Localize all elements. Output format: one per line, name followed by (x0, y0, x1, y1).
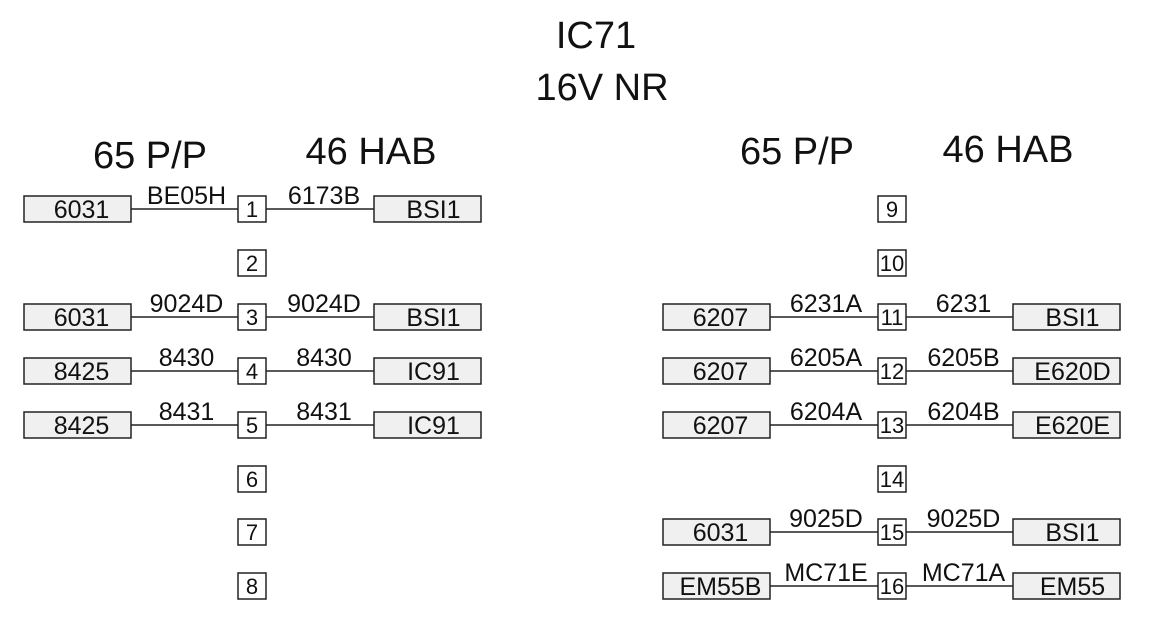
source-component-label: 8425 (54, 412, 110, 440)
pin-number: 15 (880, 520, 904, 545)
source-component-label: 6031 (693, 519, 749, 547)
wire-right-label: 9025D (927, 505, 1001, 533)
right-header-to: 46 HAB (943, 129, 1074, 171)
connector-subtitle: 16V NR (535, 67, 668, 109)
wire-left-label: 8431 (159, 398, 215, 426)
wire-left-label: 6205A (790, 344, 863, 372)
dest-component-box (373, 303, 482, 331)
pin-box (237, 357, 267, 385)
source-component-box (662, 357, 771, 385)
source-component-label: EM55B (680, 573, 762, 601)
dest-component-label: IC91 (407, 358, 460, 386)
pin-number: 5 (246, 413, 258, 438)
dest-component-box (1012, 357, 1121, 385)
source-component-label: 6207 (693, 412, 749, 440)
wire-left-label: BE05H (147, 182, 226, 210)
source-component-box (23, 303, 132, 331)
dest-component-box (373, 357, 482, 385)
source-component-label: 6031 (54, 304, 110, 332)
wire-right-label: 9024D (287, 290, 361, 318)
source-component-box (23, 357, 132, 385)
pin-number: 7 (246, 520, 258, 545)
pin-number: 9 (886, 197, 898, 222)
connector-title: IC71 (556, 15, 636, 57)
pin-number: 1 (246, 197, 258, 222)
pin-number: 12 (880, 359, 904, 384)
wire-left-label: 9025D (789, 505, 863, 533)
pin-box (877, 249, 907, 277)
source-component-box (662, 411, 771, 439)
dest-component-label: IC91 (407, 412, 460, 440)
pin-number: 14 (880, 467, 904, 492)
left-header-to: 46 HAB (306, 131, 437, 173)
source-component-label: 8425 (54, 358, 110, 386)
wire-left-label: MC71E (784, 559, 867, 587)
pin-number: 11 (881, 305, 904, 330)
wire-left-label: 6231A (790, 290, 863, 318)
dest-component-label: E620D (1034, 358, 1110, 386)
pin-box (237, 303, 267, 331)
pin-number: 2 (246, 251, 258, 276)
pin-number: 4 (246, 359, 258, 384)
pin-box (237, 465, 267, 493)
dest-component-label: BSI1 (1045, 304, 1099, 332)
dest-component-label: BSI1 (406, 196, 460, 224)
dest-component-box (1012, 303, 1121, 331)
wire-right-label: 8431 (296, 398, 352, 426)
source-component-box (662, 518, 771, 546)
wire-right-label: 6173B (288, 182, 360, 210)
pin-number: 3 (246, 305, 258, 330)
pin-box (877, 465, 907, 493)
pin-box (877, 357, 907, 385)
wire-left-label: 8430 (159, 344, 215, 372)
source-component-label: 6031 (54, 196, 110, 224)
right-header-from: 65 P/P (740, 131, 854, 173)
wire-left-label: 6204A (790, 398, 863, 426)
dest-component-box (373, 195, 482, 223)
pin-box (877, 195, 907, 223)
dest-component-label: BSI1 (1045, 519, 1099, 547)
source-component-box (662, 572, 771, 600)
wire-right-label: 6205B (927, 344, 999, 372)
pin-box (237, 249, 267, 277)
pin-box (877, 303, 907, 331)
pin-box (237, 411, 267, 439)
dest-component-box (1012, 572, 1121, 600)
wire-right-label: 8430 (296, 344, 352, 372)
wire-right-label: 6231 (936, 290, 992, 318)
pin-number: 8 (246, 574, 258, 599)
source-component-box (662, 303, 771, 331)
left-header-from: 65 P/P (93, 135, 207, 177)
dest-component-label: E620E (1035, 412, 1110, 440)
dest-component-box (1012, 411, 1121, 439)
source-component-box (23, 411, 132, 439)
dest-component-label: EM55 (1040, 573, 1105, 601)
source-component-label: 6207 (693, 304, 749, 332)
pin-box (877, 518, 907, 546)
pin-box (237, 572, 267, 600)
pin-number: 10 (880, 251, 904, 276)
wire-left-label: 9024D (150, 290, 224, 318)
dest-component-box (1012, 518, 1121, 546)
dest-component-label: BSI1 (406, 304, 460, 332)
pin-number: 6 (246, 467, 258, 492)
pin-box (237, 195, 267, 223)
pin-box (877, 411, 907, 439)
pin-box (237, 518, 267, 546)
wire-right-label: MC71A (922, 559, 1006, 587)
pin-number: 13 (880, 413, 904, 438)
pin-box (877, 572, 907, 600)
pin-rows: 1 6031 BE05H 6173B BSI1 2 3 6031 9024D 9024D BSI1 4… (23, 182, 1121, 601)
source-component-label: 6207 (693, 358, 749, 386)
wire-right-label: 6204B (927, 398, 999, 426)
dest-component-box (373, 411, 482, 439)
source-component-box (23, 195, 132, 223)
pin-number: 16 (880, 574, 904, 599)
